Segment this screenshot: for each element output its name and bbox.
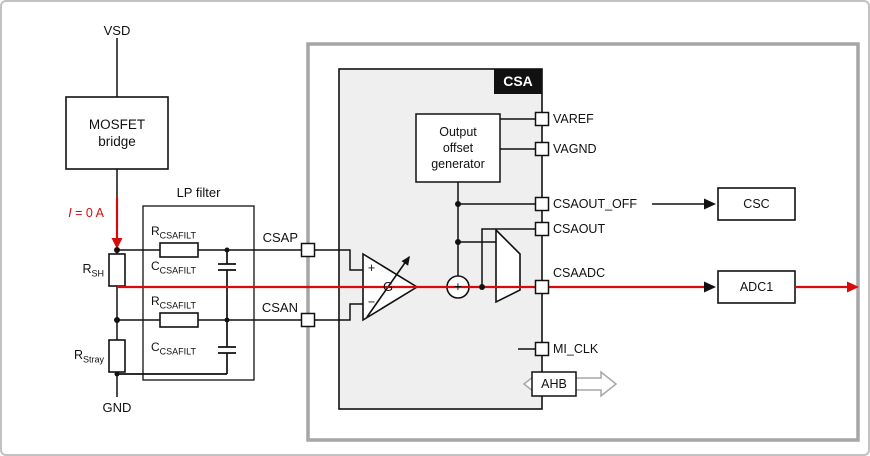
pin-csan-square [300, 312, 316, 328]
adc1-box [717, 270, 796, 304]
junction-dot [114, 317, 120, 323]
pin-csaadc-square [534, 279, 550, 295]
current-value: = 0 A [71, 206, 104, 220]
capacitor-ccsafilt-bottom [117, 320, 236, 375]
rstray-label: RStray [28, 348, 104, 365]
resistor-rsh [108, 253, 126, 287]
red-signal-path [115, 198, 848, 289]
csc-box [717, 187, 796, 221]
adc1-arrow-head [704, 281, 716, 293]
current-symbol: I [68, 206, 72, 220]
lp-filter-title: LP filter [176, 185, 221, 200]
pin-label-varef: VAREF [553, 112, 594, 126]
ccsafilt-top-symbol: C [151, 259, 160, 273]
pin-vagnd-square [534, 141, 550, 157]
junction-dot [455, 239, 461, 245]
csan-label: CSAN [261, 300, 298, 315]
rcsafilt-bottom-subscript: CSAFILT [159, 300, 197, 311]
csa-module-tag: CSA [494, 69, 542, 94]
rcsafilt-bottom-symbol: R [151, 294, 160, 308]
ccsafilt-bottom-symbol: C [151, 340, 160, 354]
amp-gain-label: G [382, 279, 394, 294]
adc1-label: ADC1 [739, 279, 774, 294]
csap-label: CSAP [262, 230, 298, 245]
mcu-boundary [306, 42, 860, 442]
ahb-label-box [531, 371, 577, 397]
pin-label-csaadc: CSAADC [553, 266, 606, 280]
pin-csap-square [300, 242, 316, 258]
pin-csaout-off-square [534, 196, 550, 212]
ccsafilt-bottom-subscript: CSAFILT [159, 346, 197, 357]
rsh-symbol: R [82, 262, 92, 276]
junction-dot [455, 201, 461, 207]
mosfet-bridge-line1: MOSFET [88, 117, 146, 132]
mosfet-bridge-line2: bridge [98, 134, 136, 149]
ccsafilt-top-label: CCSAFILT [151, 259, 197, 276]
junction-dots [114, 201, 485, 377]
wire-csap [117, 249, 363, 271]
offset-generator-line2: offset [442, 141, 474, 155]
junction-dot [224, 247, 230, 253]
csc-arrow-head [704, 198, 716, 210]
mosfet-bridge-box [65, 96, 169, 170]
rcsafilt-top-label: RCSAFILT [151, 224, 197, 241]
junction-dot [114, 247, 120, 253]
rstray-subscript: Stray [82, 354, 104, 365]
black-wires [116, 38, 705, 397]
junction-dot [114, 371, 120, 377]
wire-csaout-tap [481, 228, 536, 287]
ahb-label: AHB [541, 376, 567, 391]
junction-dot [479, 284, 485, 290]
pin-mi-clk-square [534, 341, 550, 357]
gain-arrow-head [401, 256, 410, 266]
pin-label-csaout-off: CSAOUT_OFF [553, 197, 638, 211]
offset-generator-label: Output offset generator [416, 114, 500, 182]
current-zero-label: I = 0 A [40, 206, 104, 221]
rstray-symbol: R [73, 348, 83, 362]
current-arrow-head [111, 238, 123, 249]
resistor-rstray [108, 339, 126, 373]
resistor-rcsafilt-top [159, 242, 199, 258]
capacitor-ccsafilt-top [218, 250, 236, 320]
mux-shape [495, 228, 521, 304]
amp-plus-sign: + [367, 261, 376, 275]
csc-label: CSC [743, 196, 770, 211]
output-arrow-head [847, 281, 859, 293]
resistor-rcsafilt-bottom [159, 312, 199, 328]
rcsafilt-top-subscript: CSAFILT [159, 230, 197, 241]
pin-csaout-square [534, 221, 550, 237]
wire-csan [117, 303, 363, 321]
amp-minus-sign: − [367, 295, 376, 309]
pin-label-mi-clk: MI_CLK [553, 342, 599, 356]
offset-generator-line3: generator [431, 157, 485, 171]
output-offset-generator-box [415, 113, 501, 183]
pin-label-vagnd: VAGND [553, 142, 597, 156]
gnd-label: GND [102, 400, 132, 415]
ccsafilt-bottom-label: CCSAFILT [151, 340, 197, 357]
rcsafilt-top-symbol: R [151, 224, 160, 238]
offset-generator-line1: Output [439, 125, 477, 139]
pin-varef-square [534, 111, 550, 127]
rsh-label: RSH [40, 262, 104, 279]
sum-plus-sign: + [454, 279, 462, 294]
mosfet-bridge-label: MOSFET bridge [66, 97, 168, 169]
pin-label-csaout: CSAOUT [553, 222, 606, 236]
ccsafilt-top-subscript: CSAFILT [159, 265, 197, 276]
junction-dot [224, 317, 230, 323]
rcsafilt-bottom-label: RCSAFILT [151, 294, 197, 311]
rsh-subscript: SH [91, 268, 104, 279]
lp-filter-box [142, 205, 255, 381]
pin-squares [300, 111, 550, 357]
vsd-label: VSD [103, 23, 131, 38]
